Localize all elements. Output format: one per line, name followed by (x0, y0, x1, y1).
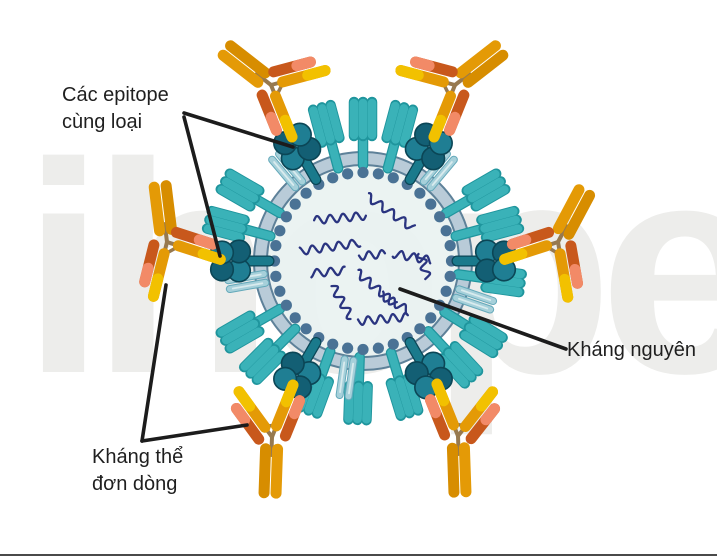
label-monoclonal-antibody: Kháng thể đơn dòng (92, 444, 183, 498)
pointer-line (140, 283, 168, 443)
pointer-line (182, 115, 222, 258)
monoclonal-antibody-icon (139, 180, 226, 302)
glycoprotein-spike-icon (238, 323, 301, 386)
rna-strand-icon (367, 192, 417, 230)
matrix-protein-spike-icon (335, 355, 358, 401)
glycoprotein-spike-icon (201, 205, 276, 243)
matrix-protein-spike-icon (452, 285, 498, 314)
pointer-line (398, 287, 568, 351)
rna-strand-icon (391, 250, 432, 265)
rna-strand-icon (330, 284, 352, 321)
rna-strand-icon (381, 290, 409, 316)
rna-strand-icon (310, 265, 346, 279)
glycoprotein-spike-icon (439, 306, 508, 359)
label-antibody-line1: Kháng thể (92, 446, 184, 468)
glycoprotein-spike-icon (423, 325, 484, 389)
rna-strand-icon (357, 248, 387, 261)
rna-strand-icon (356, 311, 409, 326)
monoclonal-antibody-icon (499, 184, 596, 303)
pointer-lines (140, 111, 568, 443)
label-antigen: Kháng nguyên (567, 339, 697, 361)
epitope-cluster-icon (273, 336, 322, 400)
monoclonal-antibody-icon (395, 40, 509, 143)
pointer-line (140, 423, 249, 443)
rna-strand-icon (357, 268, 398, 306)
pointer-line (182, 111, 295, 149)
glycoprotein-spike-icon (385, 347, 424, 421)
label-epitopes-line1: Các epitope (62, 84, 169, 106)
glycoprotein-spike-icon (307, 99, 345, 174)
label-epitopes-line2: cùng loại (62, 111, 143, 133)
rna-strand-icon (312, 211, 368, 225)
glycoprotein-spike-icon (348, 96, 378, 171)
glycoprotein-spike-icon (440, 168, 511, 219)
monoclonal-antibodies (139, 40, 596, 499)
monoclonal-antibody-icon (424, 378, 501, 498)
glycoprotein-spike-icon (215, 303, 286, 354)
glycoprotein-spike-icon (381, 99, 419, 174)
rna-strands (298, 192, 432, 326)
capsid-dot-ring (268, 166, 458, 356)
monoclonal-antibody-icon (217, 40, 331, 143)
epitope-cluster-icon (209, 239, 275, 283)
rna-strand-icon (298, 238, 362, 256)
monoclonal-antibody-icon (230, 379, 306, 499)
glycoprotein-spike-icon (215, 168, 286, 219)
glycoprotein-spike-icon (450, 205, 525, 243)
label-antibody-line2: đơn dòng (92, 473, 178, 495)
label-epitopes: Các epitope cùng loại (62, 82, 169, 136)
rna-strand-icon (416, 252, 432, 281)
